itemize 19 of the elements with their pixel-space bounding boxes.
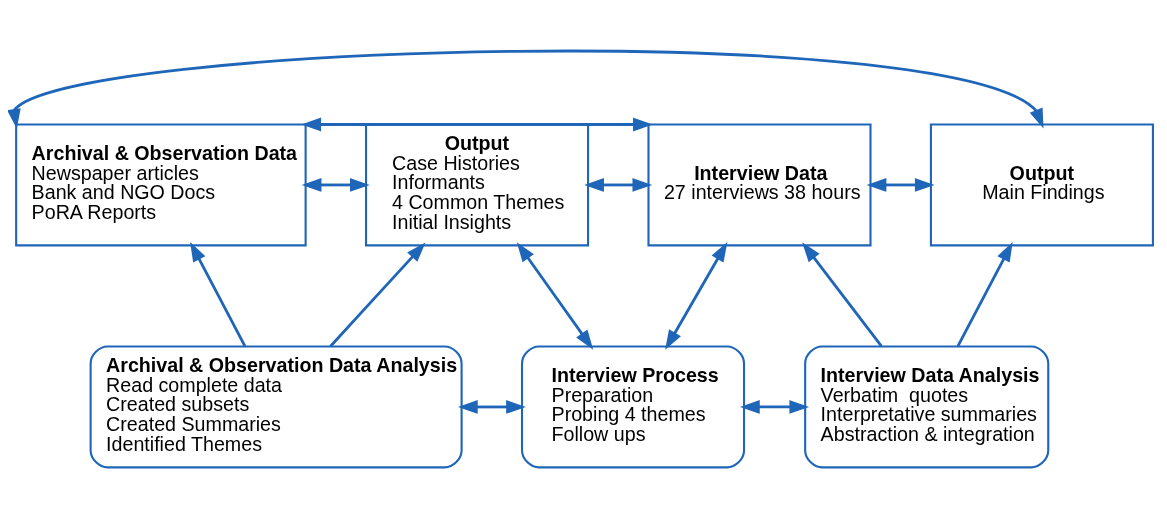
- arrow: [301, 177, 370, 192]
- node-box: Interview Data Analysis Verbatim quotes Interpretative summaries Abstraction & integration: [804, 344, 1050, 468]
- arrow: [458, 399, 526, 414]
- arrow: [516, 241, 594, 350]
- arrow: [329, 242, 426, 347]
- node-box: Archival & Observation Data Analysis Read complete data Created subsets Created Summaries Identified Themes: [89, 344, 463, 468]
- arrow: [740, 399, 810, 414]
- arrow: [956, 241, 1013, 347]
- arrow: [8, 49, 1044, 129]
- node-box: Interview Data 27 interviews 38 hours: [647, 122, 872, 246]
- arrow: [301, 117, 653, 131]
- node-box: Archival & Observation Data Newspaper articles Bank and NGO Docs PoRA Reports: [15, 122, 307, 246]
- arrow: [190, 241, 247, 347]
- arrow: [802, 241, 883, 347]
- node-box: Output Main Findings: [929, 122, 1154, 246]
- arrow: [866, 177, 935, 192]
- arrow: [584, 177, 653, 192]
- arrow: [665, 241, 728, 350]
- node-box: Interview Process Preparation Probing 4 themes Follow ups: [520, 344, 746, 468]
